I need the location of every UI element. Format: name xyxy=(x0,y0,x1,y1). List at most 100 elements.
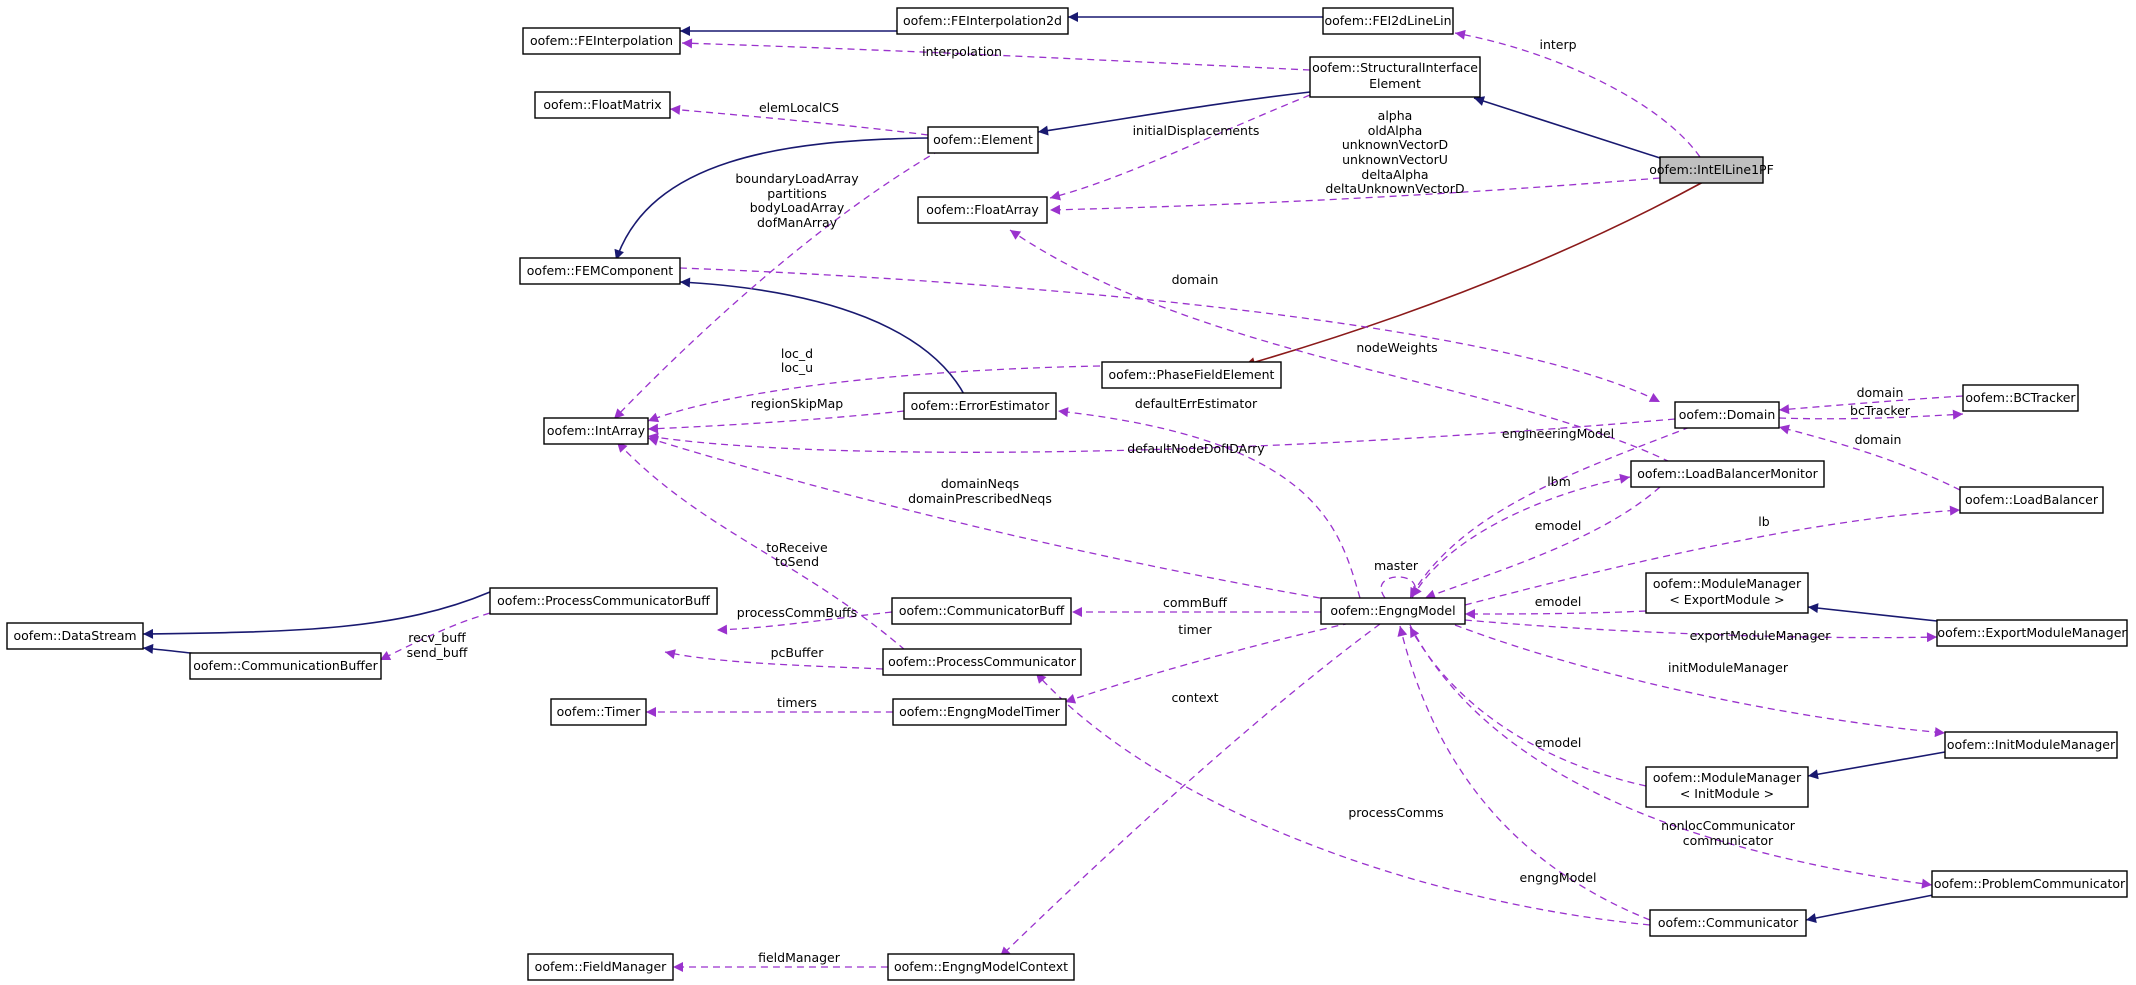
node-communicator[interactable]: oofem::Communicator xyxy=(1649,909,1807,937)
label-send-buff: send_buff xyxy=(407,645,468,660)
node-structuralinterfaceelement[interactable]: oofem::StructuralInterface Element xyxy=(1309,56,1481,98)
edge-domainneqs xyxy=(647,436,1321,599)
node-feinterpolation[interactable]: oofem::FEInterpolation xyxy=(522,27,681,55)
svg-text:oofem::CommunicatorBuff: oofem::CommunicatorBuff xyxy=(899,603,1065,618)
node-intarray[interactable]: oofem::IntArray xyxy=(543,417,649,445)
label-oldalpha: oldAlpha xyxy=(1368,123,1423,138)
svg-text:oofem::EngngModelContext: oofem::EngngModelContext xyxy=(894,959,1068,974)
label-lbdomain: domain xyxy=(1855,432,1902,447)
label-partitions: partitions xyxy=(767,186,827,201)
svg-text:oofem::ProcessCommunicator: oofem::ProcessCommunicator xyxy=(888,654,1077,669)
label-bcdomain: domain xyxy=(1857,385,1904,400)
node-processcommunicator[interactable]: oofem::ProcessCommunicator xyxy=(882,648,1082,676)
edge-problemcommunicator-to-communicator xyxy=(1805,894,1934,923)
label-defaultnodedofidarry: defaultNodeDofIDArry xyxy=(1127,441,1265,456)
edge-domain xyxy=(679,267,1661,403)
node-phasefieldelement[interactable]: oofem::PhaseFieldElement xyxy=(1101,361,1282,389)
node-communicatorbuff[interactable]: oofem::CommunicatorBuff xyxy=(891,597,1072,625)
node-initmodulemanager[interactable]: oofem::InitModuleManager xyxy=(1944,731,2118,759)
node-loadbalancer[interactable]: oofem::LoadBalancer xyxy=(1959,486,2104,514)
label-unknownvectord: unknownVectorD xyxy=(1342,137,1448,152)
label-loc-u: loc_u xyxy=(781,360,813,375)
node-element[interactable]: oofem::Element xyxy=(927,126,1039,154)
label-deltaalpha: deltaAlpha xyxy=(1361,167,1428,182)
node-modulemanager-initmodule[interactable]: oofem::ModuleManager < InitModule > xyxy=(1645,766,1809,808)
label-defaulterrestimator: defaultErrEstimator xyxy=(1135,396,1258,411)
node-loadbalancermonitor[interactable]: oofem::LoadBalancerMonitor xyxy=(1630,460,1825,488)
svg-text:oofem::IntElLine1PF: oofem::IntElLine1PF xyxy=(1649,162,1774,177)
node-femcomponent[interactable]: oofem::FEMComponent xyxy=(519,257,681,285)
label-timers: timers xyxy=(777,695,817,710)
node-processcommunicatorbuff[interactable]: oofem::ProcessCommunicatorBuff xyxy=(489,587,718,615)
label-nodeweights: nodeWeights xyxy=(1356,340,1437,355)
edge-lb xyxy=(1464,505,1961,606)
node-timer[interactable]: oofem::Timer xyxy=(550,698,647,726)
svg-text:oofem::FieldManager: oofem::FieldManager xyxy=(535,959,667,974)
label-interp: interp xyxy=(1539,37,1576,52)
label-tosend: toSend xyxy=(775,554,819,569)
svg-text:oofem::BCTracker: oofem::BCTracker xyxy=(1965,390,2076,405)
svg-text:oofem::DataStream: oofem::DataStream xyxy=(13,628,136,643)
node-intelline1pf[interactable]: oofem::IntElLine1PF xyxy=(1649,156,1774,184)
edge-intelline1pf-to-structuralinterface xyxy=(1473,96,1661,159)
label-timer: timer xyxy=(1178,622,1212,637)
node-engngmodeltimer[interactable]: oofem::EngngModelTimer xyxy=(892,698,1067,726)
label-lbm: lbm xyxy=(1547,474,1571,489)
svg-text:oofem::StructuralInterface: oofem::StructuralInterface xyxy=(1312,60,1478,75)
edge-processcommbuffs xyxy=(716,611,893,635)
edge-recvsend xyxy=(379,612,491,661)
svg-text:oofem::ProcessCommunicatorBuff: oofem::ProcessCommunicatorBuff xyxy=(497,593,710,608)
node-fieldmanager[interactable]: oofem::FieldManager xyxy=(527,953,674,981)
edge-initialdisplacements xyxy=(1049,94,1311,201)
edge-intelline1pf-to-phasefieldelement xyxy=(1244,180,1706,368)
svg-text:oofem::FloatArray: oofem::FloatArray xyxy=(926,202,1039,217)
label-recv-buff: recv_buff xyxy=(408,630,466,645)
svg-text:oofem::FEMComponent: oofem::FEMComponent xyxy=(527,263,674,278)
node-problemcommunicator[interactable]: oofem::ProblemCommunicator xyxy=(1931,870,2128,898)
label-communicator: communicator xyxy=(1683,833,1774,848)
edge-timer xyxy=(1064,622,1351,704)
node-engngmodelcontext[interactable]: oofem::EngngModelContext xyxy=(887,953,1075,981)
svg-text:oofem::FloatMatrix: oofem::FloatMatrix xyxy=(543,97,661,112)
edge-element-to-femcomponent xyxy=(614,137,929,261)
edge-context xyxy=(999,623,1381,958)
label-processcommbuffs: processCommBuffs xyxy=(737,605,857,620)
node-floatmatrix[interactable]: oofem::FloatMatrix xyxy=(534,91,671,119)
edge-initmodulemanager-to-modulemanager xyxy=(1807,751,1946,780)
node-exportmodulemanager[interactable]: oofem::ExportModuleManager xyxy=(1936,619,2128,647)
svg-text:oofem::EngngModelTimer: oofem::EngngModelTimer xyxy=(899,704,1061,719)
label-unknownvectoru: unknownVectorU xyxy=(1342,152,1448,167)
node-modulemanager-exportmodule[interactable]: oofem::ModuleManager < ExportModule > xyxy=(1645,572,1809,614)
edge-modulemanager-emodel xyxy=(1464,608,1647,619)
label-domainneqs: domainNeqs xyxy=(941,476,1019,491)
node-domain[interactable]: oofem::Domain xyxy=(1674,401,1780,429)
node-errorestimator[interactable]: oofem::ErrorEstimator xyxy=(903,392,1057,420)
svg-text:Element: Element xyxy=(1369,76,1421,91)
svg-text:oofem::ExportModuleManager: oofem::ExportModuleManager xyxy=(1937,625,2127,640)
node-bctracker[interactable]: oofem::BCTracker xyxy=(1962,384,2079,412)
svg-text:oofem::IntArray: oofem::IntArray xyxy=(547,423,646,438)
edge-bcdomain xyxy=(1778,395,1964,415)
edge-element-arrays xyxy=(613,149,941,420)
node-communicationbuffer[interactable]: oofem::CommunicationBuffer xyxy=(189,652,382,680)
label-initmodulemanager: initModuleManager xyxy=(1668,660,1789,675)
edge-init-emodel xyxy=(1409,626,1647,787)
label-lb: lb xyxy=(1758,514,1769,529)
svg-text:oofem::LoadBalancerMonitor: oofem::LoadBalancerMonitor xyxy=(1637,466,1818,481)
edge-pcbuffer xyxy=(664,649,884,670)
edge-interpolation xyxy=(681,38,1311,71)
node-floatarray[interactable]: oofem::FloatArray xyxy=(917,196,1048,224)
node-engngmodel[interactable]: oofem::EngngModel xyxy=(1320,597,1466,625)
svg-text:oofem::FEInterpolation: oofem::FEInterpolation xyxy=(530,33,673,48)
edge-master xyxy=(1380,576,1422,599)
label-alpha: alpha xyxy=(1378,108,1413,123)
edge-exportmodulemanager-to-modulemanager xyxy=(1807,603,1938,622)
svg-text:oofem::ModuleManager: oofem::ModuleManager xyxy=(1653,770,1802,785)
label-initialdisplacements: initialDisplacements xyxy=(1133,123,1260,138)
label-boundaryloadarray: boundaryLoadArray xyxy=(735,171,859,186)
node-datastream[interactable]: oofem::DataStream xyxy=(6,622,144,650)
node-feinterpolation2d[interactable]: oofem::FEInterpolation2d xyxy=(896,7,1069,35)
label-engngmodel: engngModel xyxy=(1520,870,1597,885)
node-fei2dlinelin[interactable]: oofem::FEI2dLineLin xyxy=(1322,7,1454,35)
